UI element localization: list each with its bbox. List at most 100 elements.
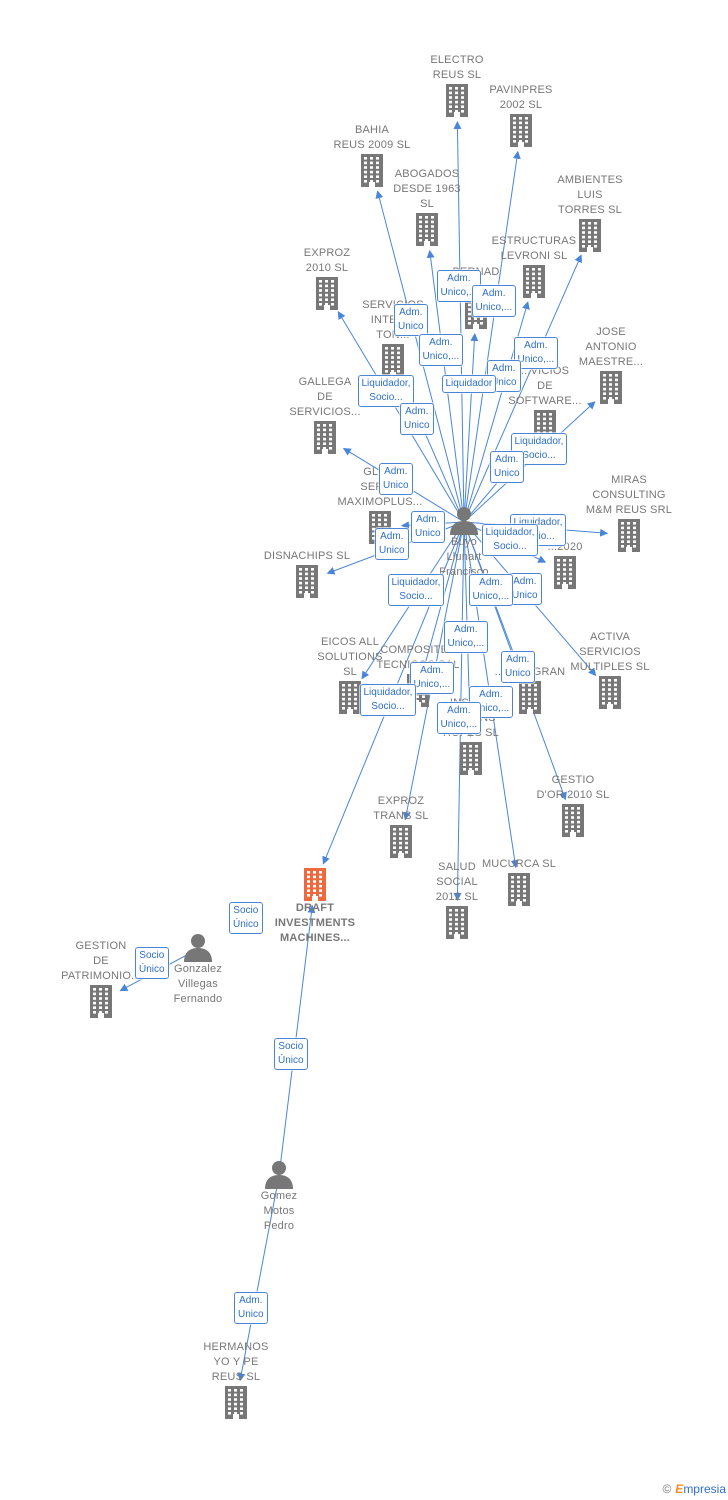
node-label: DRAFT INVESTMENTS MACHINES...	[274, 902, 356, 944]
node-estructuras[interactable]: ESTRUCTURAS LEVRONI SL	[474, 234, 594, 298]
relation-badge[interactable]: Adm. Unico,...	[436, 702, 482, 734]
edge-buyo-pavinpres	[463, 150, 521, 523]
building-icon	[225, 1386, 247, 1419]
relation-badge[interactable]: Adm. Unico	[490, 451, 524, 483]
relation-badge[interactable]: Liquidador, Socio...	[481, 524, 539, 556]
relation-badge[interactable]: Adm. Unico	[400, 403, 434, 435]
building-icon	[508, 873, 530, 906]
node-label: HERMANOS YO Y PE REUS SL	[203, 1341, 269, 1383]
node-label: EXPROZ 2010 SL	[303, 247, 351, 274]
building-icon	[446, 906, 468, 939]
building-icon	[446, 84, 468, 117]
relation-badge[interactable]: Adm. Unico,...	[471, 285, 517, 317]
building-icon	[314, 421, 336, 454]
person-icon	[265, 1161, 293, 1189]
node-label: Gomez Motos Pedro	[260, 1190, 298, 1232]
building-icon	[618, 519, 640, 552]
node-exproztrans[interactable]: EXPROZ TRANS SL	[341, 794, 461, 858]
edge-buyo-bernad	[463, 332, 479, 523]
relation-badge[interactable]: Adm. Unico	[411, 511, 445, 543]
node-label: AMBIENTES LUIS TORRES SL	[557, 174, 623, 216]
node-bahia[interactable]: BAHIA REUS 2009 SL	[312, 123, 432, 187]
node-label: Gonzalez Villegas Fernando	[173, 963, 223, 1005]
node-gestio[interactable]: GESTIO D'OR 2010 SL	[513, 773, 633, 837]
node-label: JOSE ANTONIO MAESTRE...	[578, 326, 644, 368]
relation-badge[interactable]: Liquidador, Socio...	[357, 375, 415, 407]
relation-badge[interactable]: Adm. Unico	[501, 651, 535, 683]
relation-badge[interactable]: Adm. Unico	[508, 573, 542, 605]
building-icon	[316, 277, 338, 310]
edge-gomez-hermanos	[237, 1175, 280, 1382]
node-label: ESTRUCTURAS LEVRONI SL	[491, 235, 577, 262]
node-label: EXPROZ TRANS SL	[373, 795, 429, 822]
node-gonzalez[interactable]: Gonzalez Villegas Fernando	[138, 932, 258, 1007]
brand-initial: E	[675, 1482, 684, 1496]
relation-badge[interactable]: Socio Único	[229, 902, 263, 934]
relation-badge[interactable]: Adm. Unico	[379, 463, 413, 495]
brand-name: mpresia	[683, 1482, 726, 1496]
building-icon	[296, 565, 318, 598]
node-activa[interactable]: ACTIVA SERVICIOS MULTIPLES SL	[550, 630, 670, 709]
relation-badge[interactable]: Adm. Unico	[234, 1292, 268, 1324]
relation-badge[interactable]: Liquidador, Socio...	[359, 684, 417, 716]
node-label: BAHIA REUS 2009 SL	[333, 124, 411, 151]
node-pavinpres[interactable]: PAVINPRES 2002 SL	[461, 83, 581, 147]
relation-badge[interactable]: Adm. Unico	[375, 528, 409, 560]
node-gomez[interactable]: Gomez Motos Pedro	[219, 1159, 339, 1234]
edge-buyo-electro	[453, 120, 465, 523]
node-label: GESTION DE PATRIMONIO...	[61, 940, 141, 982]
node-disnachips[interactable]: DISNACHIPS SL	[247, 549, 367, 598]
node-gallega[interactable]: GALLEGA DE SERVICIOS...	[265, 375, 385, 454]
building-icon	[554, 556, 576, 589]
node-eicos[interactable]: EICOS ALL SOLUTIONS SL	[290, 635, 410, 714]
building-icon	[339, 681, 361, 714]
building-icon	[562, 804, 584, 837]
building-icon	[579, 219, 601, 252]
node-hermanos[interactable]: HERMANOS YO Y PE REUS SL	[176, 1340, 296, 1419]
relation-badge[interactable]: Adm. Unico	[394, 304, 428, 336]
person-icon	[450, 507, 478, 535]
building-icon	[599, 676, 621, 709]
person-icon	[184, 934, 212, 962]
relation-badge[interactable]: Adm. Unico,...	[513, 337, 559, 369]
node-salud[interactable]: SALUD SOCIAL 2012 SL	[397, 860, 517, 939]
building-icon	[304, 868, 326, 901]
building-icon	[600, 371, 622, 404]
node-label: GESTIO D'OR 2010 SL	[536, 774, 610, 801]
relation-badge[interactable]: Liquidador	[441, 375, 497, 393]
node-label: DISNACHIPS SL	[263, 550, 351, 562]
node-exproz2010[interactable]: EXPROZ 2010 SL	[267, 246, 387, 310]
building-icon	[390, 825, 412, 858]
node-draft[interactable]: DRAFT INVESTMENTS MACHINES...	[255, 867, 375, 946]
node-abogados[interactable]: ABOGADOS DESDE 1963 SL	[367, 167, 487, 246]
building-icon	[416, 213, 438, 246]
relation-badge[interactable]: Adm. Unico,...	[468, 574, 514, 606]
relation-badge[interactable]: Adm. Unico,...	[418, 334, 464, 366]
node-label: ELECTRO REUS SL	[430, 54, 484, 81]
node-label: SALUD SOCIAL 2012 SL	[435, 861, 479, 903]
relation-badge[interactable]: Adm. Unico,...	[409, 662, 455, 694]
relation-badge[interactable]: Socio Único	[135, 947, 169, 979]
node-ambientes[interactable]: AMBIENTES LUIS TORRES SL	[530, 173, 650, 252]
building-icon	[523, 265, 545, 298]
building-icon	[361, 154, 383, 187]
brand-footer[interactable]: ©Empresia	[662, 1482, 726, 1496]
building-icon	[510, 114, 532, 147]
node-gestion[interactable]: GESTION DE PATRIMONIO...	[41, 939, 161, 1018]
building-icon	[460, 742, 482, 775]
node-electro[interactable]: ELECTRO REUS SL	[397, 53, 517, 117]
node-jose[interactable]: JOSE ANTONIO MAESTRE...	[551, 325, 671, 404]
relation-badge[interactable]: Adm. Unico,...	[443, 621, 489, 653]
node-label: MIRAS CONSULTING M&M REUS SRL	[585, 474, 673, 516]
edge-buyo-ambientes	[463, 254, 583, 523]
node-label: ACTIVA SERVICIOS MULTIPLES SL	[570, 631, 650, 673]
building-icon	[90, 985, 112, 1018]
relation-badge[interactable]: Liquidador, Socio...	[387, 574, 445, 606]
node-miras[interactable]: MIRAS CONSULTING M&M REUS SRL	[569, 473, 689, 552]
node-label: EICOS ALL SOLUTIONS SL	[317, 636, 383, 678]
node-label: PAVINPRES 2002 SL	[489, 84, 553, 111]
relation-badge[interactable]: Socio Único	[274, 1038, 308, 1070]
node-mucurca[interactable]: MUCURCA SL	[459, 857, 579, 906]
node-label: ABOGADOS DESDE 1963 SL	[393, 168, 461, 210]
